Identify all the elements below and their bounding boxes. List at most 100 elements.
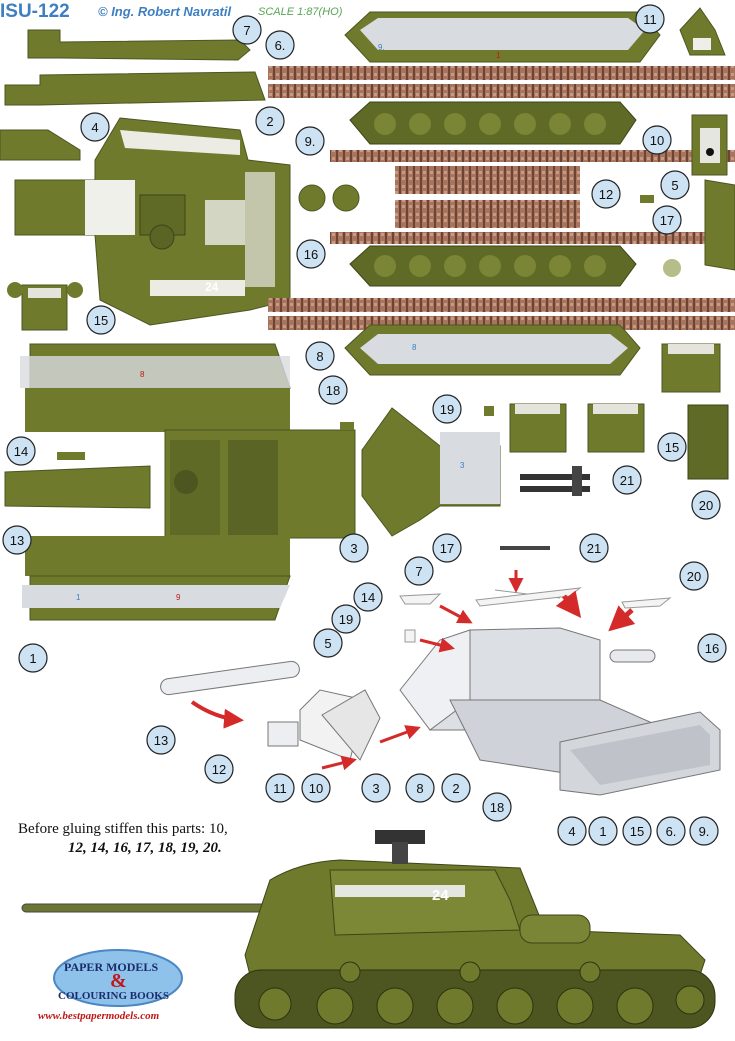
- callout-number: 15: [665, 440, 679, 455]
- track-strip: [268, 84, 735, 98]
- part-6-strip: [4, 71, 266, 106]
- stiffening-note: Before gluing stiffen this parts: 10, 12…: [18, 820, 228, 858]
- callout-bubble: 4: [557, 816, 587, 846]
- callout-number: 20: [699, 498, 713, 513]
- callout-bubble: 16: [296, 239, 326, 269]
- callout-number: 18: [326, 383, 340, 398]
- part-label-1b: 1: [76, 593, 81, 602]
- callout-bubble: 11: [265, 773, 295, 803]
- callout-number: 21: [620, 473, 634, 488]
- callout-bubble: 3: [339, 533, 369, 563]
- part-5-piece: [704, 179, 735, 271]
- callout-number: 11: [643, 12, 657, 27]
- hull-top-part: 24: [14, 117, 291, 326]
- callout-bubble: 6.: [265, 30, 295, 60]
- callout-bubble: 10: [301, 773, 331, 803]
- callout-bubble: 16: [697, 633, 727, 663]
- road-wheels-strip: [349, 245, 637, 287]
- callout-number: 13: [154, 733, 168, 748]
- part-18-small: [340, 422, 354, 430]
- callout-bubble: 13: [146, 725, 176, 755]
- part-17-small: [663, 259, 681, 277]
- part-19-small: [484, 406, 494, 416]
- callout-bubble: 21: [579, 533, 609, 563]
- part-15-small: [7, 282, 83, 331]
- callout-number: 19: [440, 402, 454, 417]
- part-label-1: 1: [496, 51, 501, 60]
- part-20-grille: [687, 404, 729, 480]
- callout-number: 6.: [275, 38, 286, 53]
- callout-bubble: 20: [691, 490, 721, 520]
- callout-bubble: 5: [660, 170, 690, 200]
- callout-bubble: 13: [2, 525, 32, 555]
- track-strip: [330, 232, 735, 244]
- tank-illustration: 24: [21, 830, 716, 1029]
- marking-24-a: 24: [205, 280, 219, 294]
- callout-bubble: 20: [679, 561, 709, 591]
- callout-bubble: 11: [635, 4, 665, 34]
- part-7-strip: [27, 29, 251, 61]
- side-panel-8: 8: [344, 324, 641, 376]
- side-panel-9: 9. 1: [344, 11, 661, 63]
- callout-number: 11: [273, 781, 287, 796]
- marking-24-b: 24: [432, 887, 449, 904]
- callout-bubble: 3: [361, 773, 391, 803]
- part-label-8: 8: [412, 343, 417, 352]
- callout-bubble: 19: [331, 604, 361, 634]
- callout-bubble: 15: [86, 305, 116, 335]
- callout-number: 12: [599, 187, 613, 202]
- callout-bubble: 9.: [689, 816, 719, 846]
- callout-number: 15: [630, 824, 644, 839]
- callout-number: 9.: [699, 824, 710, 839]
- callout-number: 21: [587, 541, 601, 556]
- callout-number: 16: [304, 247, 318, 262]
- callout-number: 5: [324, 636, 331, 651]
- callout-number: 13: [10, 533, 24, 548]
- callout-bubble: 18: [318, 375, 348, 405]
- callout-bubble: 15: [657, 432, 687, 462]
- callout-number: 14: [361, 590, 375, 605]
- track-strip: [268, 298, 735, 312]
- callout-bubble: 21: [612, 465, 642, 495]
- logo-globe-icon: [53, 949, 183, 1007]
- callout-number: 2: [266, 114, 273, 129]
- callout-bubble: 12: [204, 754, 234, 784]
- callout-number: 17: [660, 213, 674, 228]
- logo-line-2: COLOURING BOOKS: [58, 990, 169, 1002]
- model-title: ISU-122: [0, 1, 70, 22]
- callout-bubble: 7: [404, 556, 434, 586]
- track-strip: [330, 150, 735, 162]
- callout-bubble: 18: [482, 792, 512, 822]
- callout-number: 7: [415, 564, 422, 579]
- callout-number: 8: [416, 781, 423, 796]
- callout-bubble: 2: [255, 106, 285, 136]
- road-wheels-strip: [349, 101, 637, 145]
- callout-bubble: 7: [232, 15, 262, 45]
- callout-bubble: 14: [353, 582, 383, 612]
- publisher-url: www.bestpapermodels.com: [38, 1010, 160, 1022]
- callout-bubble: 10: [642, 125, 672, 155]
- callout-number: 4: [91, 120, 98, 135]
- callout-bubble: 2: [441, 773, 471, 803]
- callout-bubble: 19: [432, 394, 462, 424]
- callout-number: 2: [452, 781, 459, 796]
- callout-number: 6.: [666, 824, 677, 839]
- callout-bubble: 15: [622, 816, 652, 846]
- part-15-boxes: [509, 343, 721, 453]
- track-strip: [395, 166, 580, 194]
- callout-bubble: 5: [313, 628, 343, 658]
- callout-number: 19: [339, 612, 353, 627]
- part-label-8b: 8: [140, 370, 145, 379]
- callout-bubble: 1: [18, 643, 48, 673]
- note-line-2: 12, 14, 16, 17, 18, 19, 20.: [68, 840, 222, 856]
- callout-number: 9.: [305, 134, 316, 149]
- logo-ampersand: &: [110, 970, 127, 992]
- callout-bubble: 1: [588, 816, 618, 846]
- callout-bubble: 12: [591, 179, 621, 209]
- callout-number: 15: [94, 313, 108, 328]
- callout-number: 16: [705, 641, 719, 656]
- callout-number: 4: [568, 824, 575, 839]
